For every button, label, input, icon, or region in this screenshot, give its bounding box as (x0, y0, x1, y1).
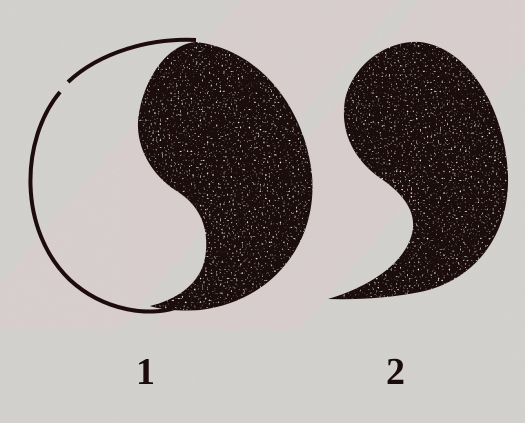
figure-label-1: 1 (136, 353, 155, 391)
figure-label-2: 2 (386, 353, 405, 391)
